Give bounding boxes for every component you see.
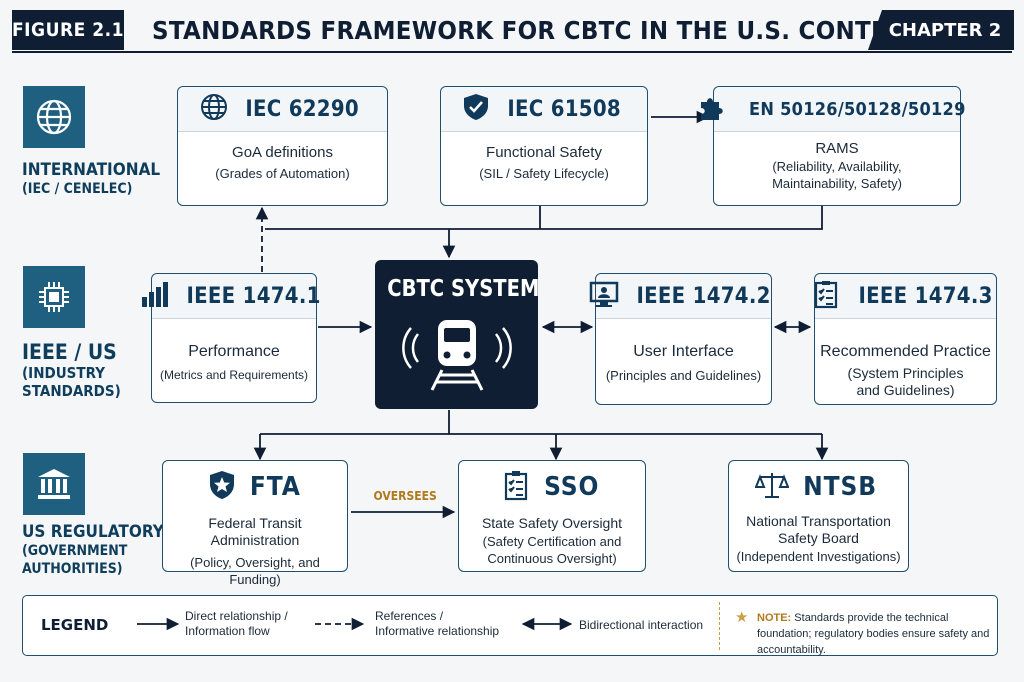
scales-icon bbox=[754, 470, 790, 505]
box-ieee-1474-3: IEEE 1474.3 Recommended Practice (System… bbox=[814, 273, 997, 405]
globe-icon bbox=[23, 86, 85, 148]
globe-icon bbox=[199, 92, 229, 127]
legend-note: NOTE: Standards provide the technical fo… bbox=[757, 612, 990, 656]
box-ieee-1474-2: IEEE 1474.2 User Interface (Principles a… bbox=[589, 273, 772, 405]
box-iec-61508: IEC 61508 Functional Safety (SIL / Safet… bbox=[440, 86, 648, 206]
legend-bidirectional: Bidirectional interaction bbox=[579, 618, 704, 632]
box-sso: SSO State Safety Oversight (Safety Certi… bbox=[458, 460, 646, 572]
legend-direct: Direct relationship /Information flow bbox=[185, 609, 288, 638]
chip-icon bbox=[23, 266, 85, 328]
category-international: INTERNATIONAL (IEC / CENELEC) bbox=[22, 160, 161, 197]
box-ieee-1474-1: IEEE 1474.1 Performance (Metrics and Req… bbox=[142, 273, 321, 403]
box-fta: FTA Federal Transit Administration (Poli… bbox=[162, 460, 348, 587]
star-icon: ★ bbox=[735, 609, 749, 626]
edge-cbtc-to-regulators bbox=[259, 410, 823, 456]
legend-divider bbox=[719, 602, 720, 650]
legend-reference: References /Informative relationship bbox=[375, 609, 500, 638]
box-ntsb: NTSB National Transportation Safety Boar… bbox=[728, 460, 909, 572]
oversees-label: OVERSEES bbox=[373, 489, 437, 503]
legend: LEGEND Direct relationship /Information … bbox=[22, 595, 998, 656]
train-icon bbox=[375, 312, 538, 397]
category-regulatory: US REGULATORY (GOVERNMENT AUTHORITIES) bbox=[22, 522, 164, 577]
category-ieee: IEEE / US (INDUSTRY STANDARDS) bbox=[22, 340, 121, 400]
header-rule bbox=[12, 51, 1012, 53]
page-title: STANDARDS FRAMEWORK FOR CBTC IN THE U.S.… bbox=[152, 15, 921, 45]
legend-arrows bbox=[137, 617, 573, 631]
government-building-icon bbox=[23, 453, 85, 515]
cbtc-system-box: CBTC SYSTEM bbox=[375, 260, 539, 409]
shield-check-icon bbox=[461, 92, 491, 127]
figure-label: FIGURE 2.1 bbox=[12, 10, 124, 50]
box-en-50126: EN 50126/50128/50129 RAMS (Reliability, … bbox=[700, 86, 965, 206]
monitor-user-icon bbox=[589, 279, 619, 314]
clipboard-checklist-icon bbox=[811, 279, 841, 314]
chapter-label: CHAPTER 2 bbox=[868, 10, 1014, 50]
bar-chart-icon bbox=[139, 279, 169, 314]
shield-star-icon bbox=[207, 469, 237, 506]
box-iec-62290: IEC 62290 GoA definitions (Grades of Aut… bbox=[177, 86, 388, 206]
puzzle-icon bbox=[697, 92, 727, 127]
edge-intl-to-cbtc bbox=[265, 206, 823, 256]
clipboard-checklist-icon bbox=[501, 469, 531, 506]
